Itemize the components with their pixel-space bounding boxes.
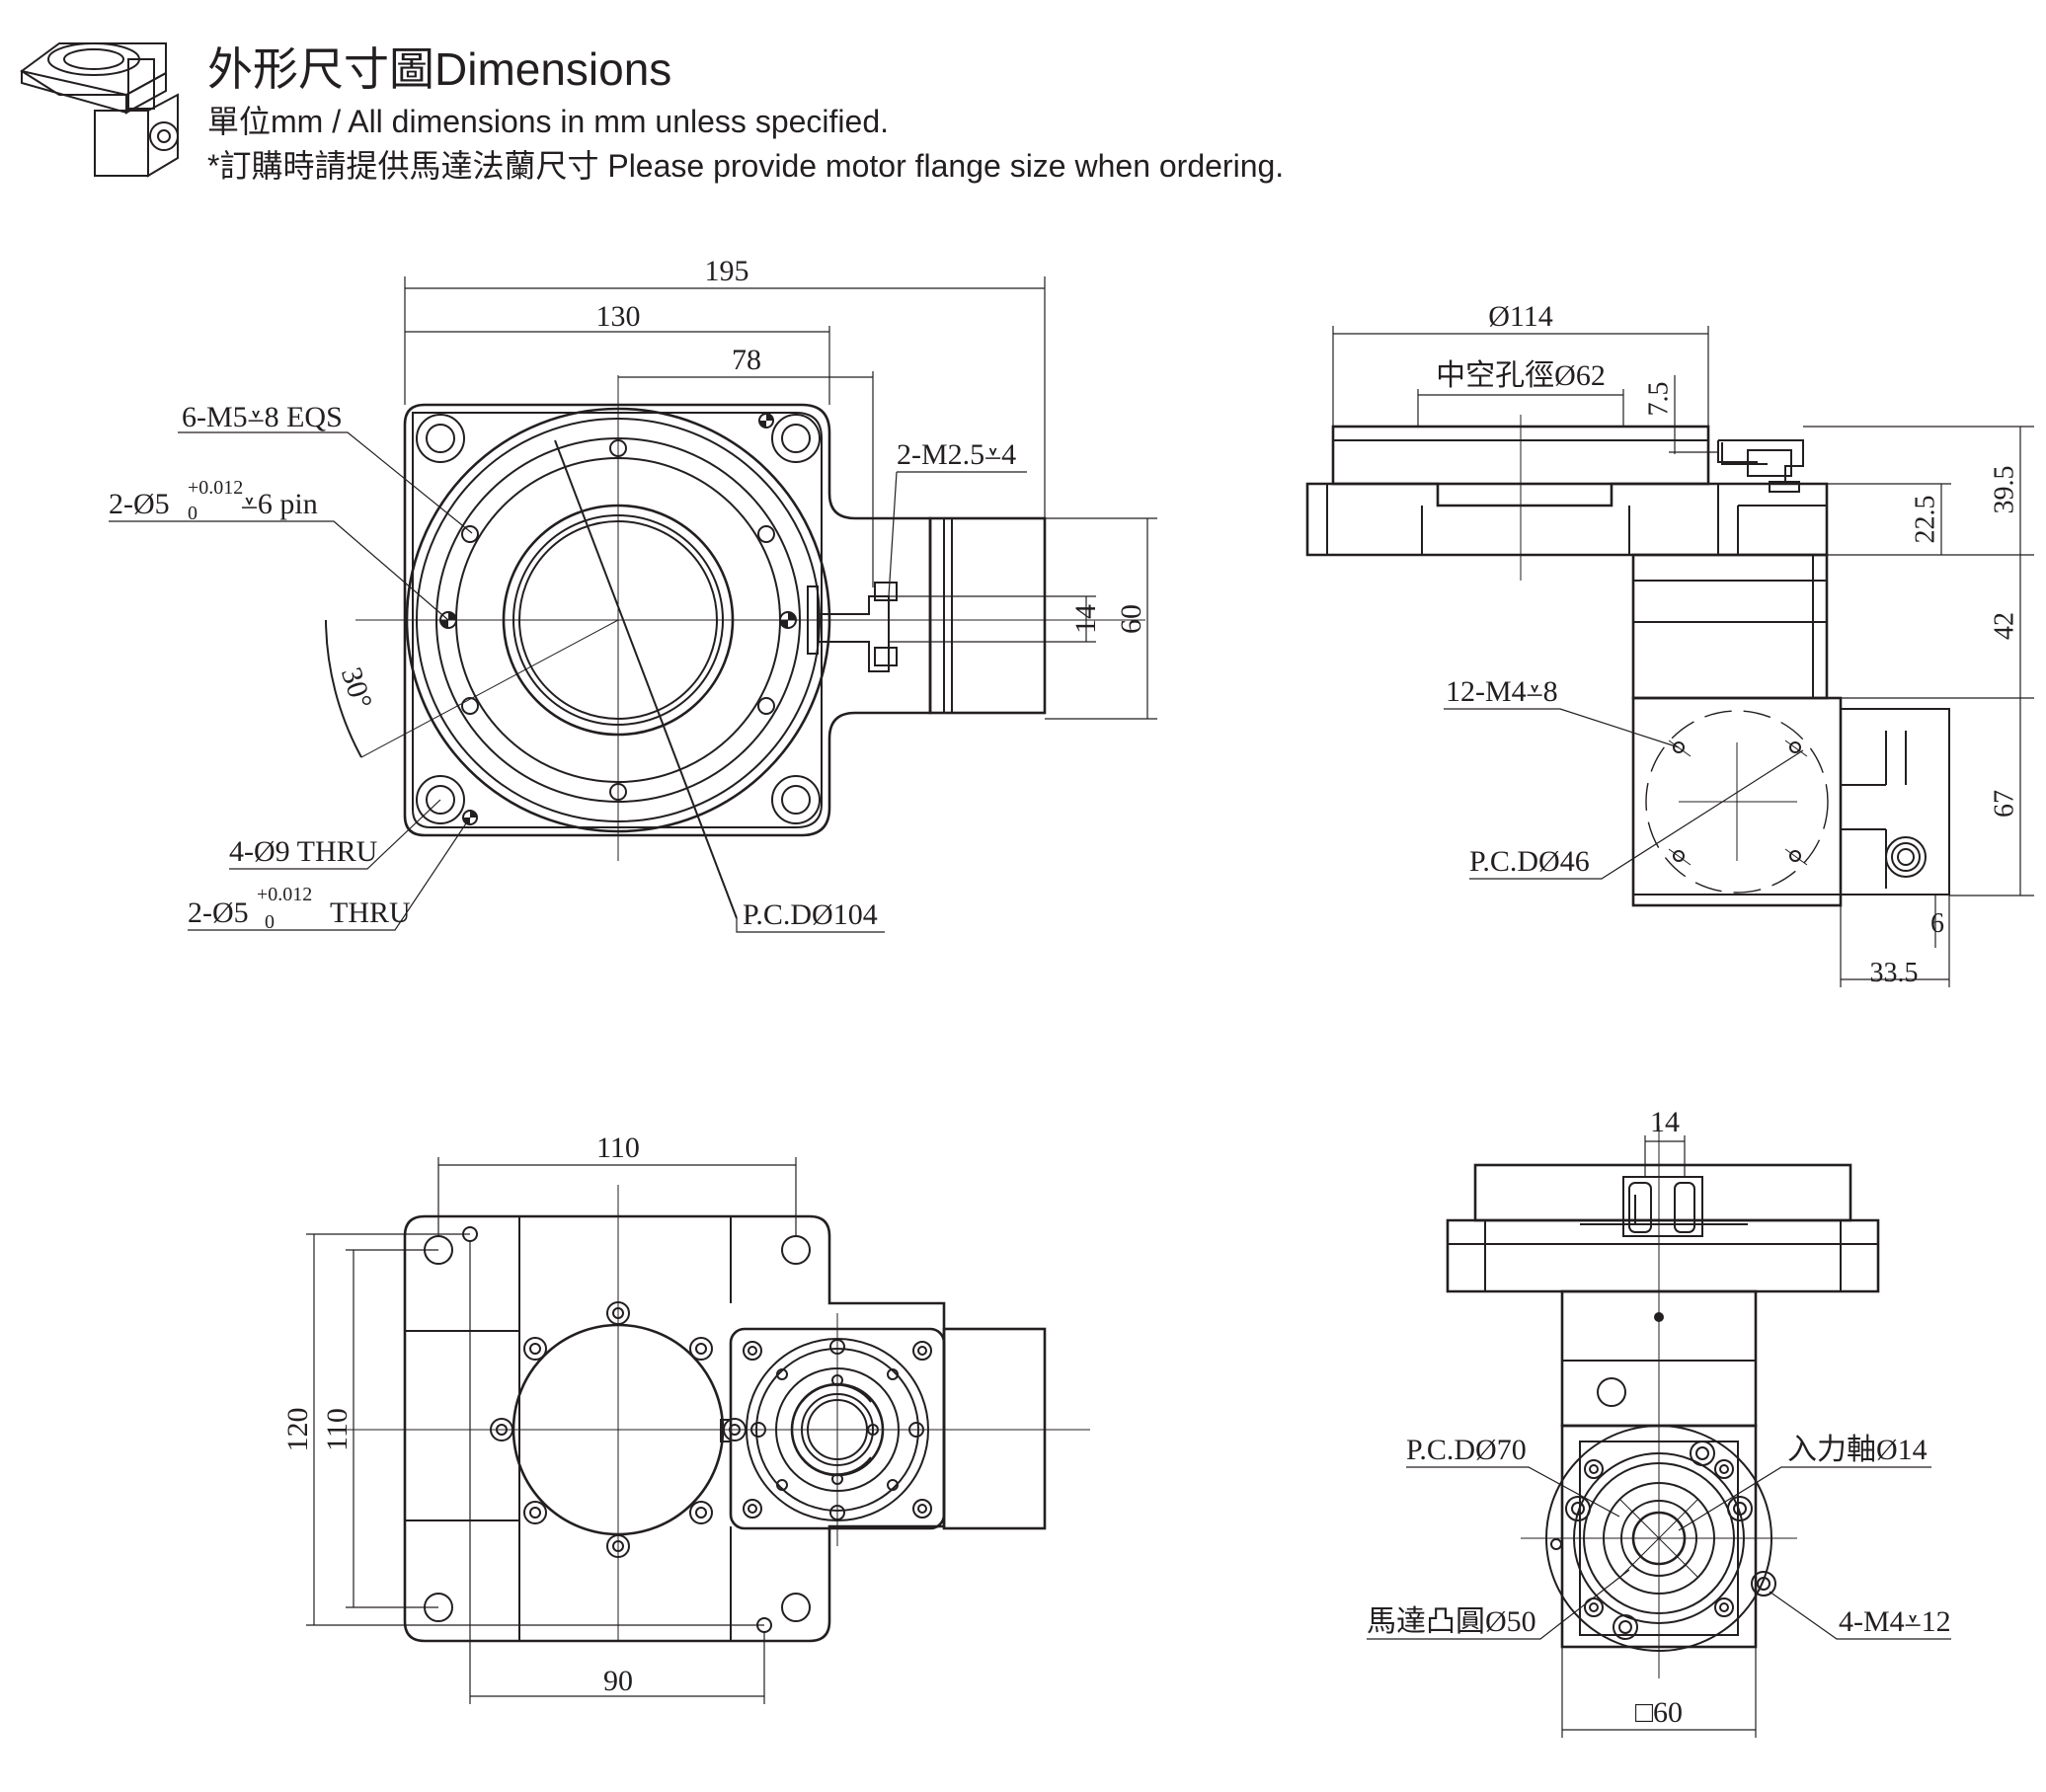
dim-110-side: 110 xyxy=(321,1408,354,1451)
bottom-view xyxy=(306,1157,1090,1704)
front-view xyxy=(109,276,1157,933)
dim-78: 78 xyxy=(732,344,761,376)
callout-12-m4: 12-M4⩡8 xyxy=(1446,675,1558,708)
dim-67: 67 xyxy=(1989,790,2019,818)
side-view xyxy=(1305,326,2034,987)
dim-33-5: 33.5 xyxy=(1870,958,1919,988)
dim-195: 195 xyxy=(705,255,749,287)
dim-120: 120 xyxy=(281,1408,314,1452)
dim-6: 6 xyxy=(1930,908,1944,939)
dim-39-5: 39.5 xyxy=(1989,466,2019,514)
order-note: *訂購時請提供馬達法蘭尺寸 Please provide motor flang… xyxy=(207,148,1285,184)
callout-2-m2-5: 2-M2.5⩡4 xyxy=(897,438,1016,471)
callout-4-m4: 4-M4⩡12 xyxy=(1839,1605,1951,1638)
callout-thru-label: THRU xyxy=(330,896,411,929)
dim-22-5: 22.5 xyxy=(1910,496,1940,544)
motor-boss-d50: 馬達凸圓Ø50 xyxy=(1367,1605,1536,1638)
dim-130: 130 xyxy=(596,300,641,333)
dim-14-front: 14 xyxy=(1069,604,1102,634)
callout-pin-tolerance-upper: +0.012 xyxy=(188,477,243,499)
callout-6-m5: 6-M5⩡8 EQS xyxy=(182,401,343,433)
callout-pin-depth: ⩡6 pin xyxy=(241,488,318,520)
unit-note: 單位mm / All dimensions in mm unless speci… xyxy=(207,104,890,139)
callout-pin-tolerance-lower: 0 xyxy=(188,503,197,524)
dim-14-end: 14 xyxy=(1650,1106,1680,1138)
callout-pin-diameter: 2-Ø5 xyxy=(109,488,170,520)
hollow-bore-d62: 中空孔徑Ø62 xyxy=(1436,359,1606,392)
page-title: 外形尺寸圖Dimensions xyxy=(207,43,672,95)
dim-42: 42 xyxy=(1989,612,2019,640)
callout-thru-diameter: 2-Ø5 xyxy=(188,896,249,929)
callout-4-d9-thru: 4-Ø9 THRU xyxy=(229,835,378,868)
product-thumbnail-icon xyxy=(20,42,179,178)
pcd-46: P.C.DØ46 xyxy=(1469,845,1590,878)
pcd-70: P.C.DØ70 xyxy=(1406,1434,1527,1466)
dim-90: 90 xyxy=(603,1665,633,1697)
dim-7-5: 7.5 xyxy=(1643,382,1674,417)
callout-thru-tolerance-lower: 0 xyxy=(265,911,275,933)
square-60: □60 xyxy=(1635,1696,1683,1729)
dim-d114: Ø114 xyxy=(1488,300,1553,333)
pcd-104: P.C.DØ104 xyxy=(743,898,878,931)
dim-60-front: 60 xyxy=(1115,604,1147,634)
dim-110-top: 110 xyxy=(596,1131,640,1164)
input-shaft-d14: 入力軸Ø14 xyxy=(1787,1434,1928,1466)
end-view xyxy=(1367,1126,1951,1738)
callout-thru-tolerance-upper: +0.012 xyxy=(257,884,312,905)
angle-30: 30° xyxy=(335,663,378,713)
